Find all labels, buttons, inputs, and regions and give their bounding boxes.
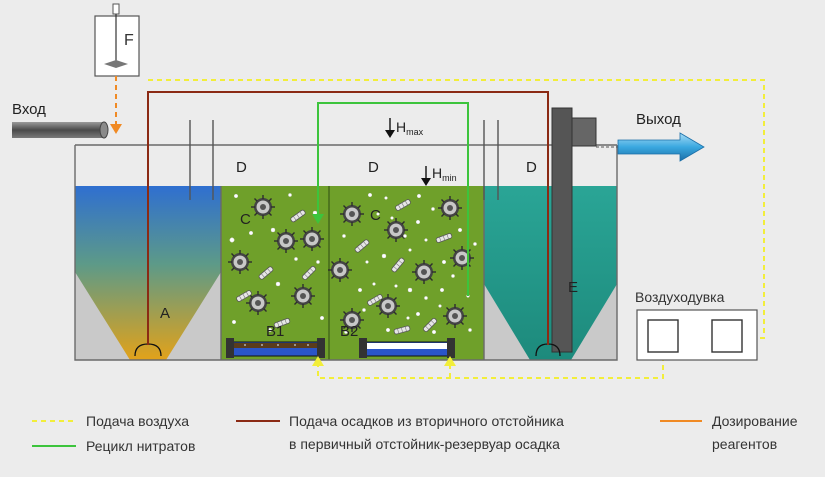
zone-b1-label: B1 (266, 323, 284, 340)
legend-dosing-line2: реагентов (712, 436, 777, 452)
svg-text:Hmax: Hmax (396, 119, 424, 137)
legend: Подача воздуха Рецикл нитратов Подача ос… (32, 413, 798, 454)
sludge-line (147, 91, 549, 345)
legend-sludge-line1: Подача осадков из вторичного отстойника (289, 413, 564, 429)
air-bubbles (229, 192, 477, 335)
blower-label: Воздуходувка (635, 289, 725, 305)
level-min-base: H (432, 165, 442, 181)
air-arrow-b2 (444, 356, 456, 366)
zone-d3-label: D (526, 159, 537, 176)
air-arrow-b1 (312, 356, 324, 366)
aerator-b2 (359, 338, 455, 358)
legend-nitrate-label: Рецикл нитратов (86, 438, 195, 454)
dosing-arrow (110, 124, 122, 134)
level-max-marker: Hmax (385, 118, 424, 138)
nitrate-arrow (312, 214, 324, 224)
level-max-sub: max (406, 127, 424, 137)
dosing-unit: F (94, 3, 140, 77)
aerator-b1 (226, 338, 325, 358)
level-min-marker: Hmin (421, 165, 457, 186)
inlet-pipe (12, 121, 109, 139)
level-max-base: H (396, 119, 406, 135)
zone-d1-label: D (236, 159, 247, 176)
outlet-label: Выход (636, 111, 681, 128)
svg-text:Hmin: Hmin (432, 165, 457, 183)
outlet-weir (551, 107, 573, 353)
dosing-unit-label: F (124, 32, 134, 49)
inlet-label: Вход (12, 101, 46, 118)
zone-d2-label: D (368, 159, 379, 176)
zone-c2-label: C (370, 207, 381, 224)
tank-e (484, 186, 617, 360)
zone-b2-label: B2 (340, 323, 358, 340)
nitrate-recycle-line (317, 102, 469, 296)
legend-air-label: Подача воздуха (86, 413, 189, 429)
zone-c1-label: C (240, 211, 251, 228)
blower (636, 309, 758, 361)
legend-dosing-line1: Дозирование (712, 413, 798, 429)
outlet-box (571, 117, 597, 147)
outlet-pipe (596, 132, 705, 162)
legend-sludge-line2: в первичный отстойник-резервуар осадка (289, 436, 560, 452)
tank-outline (74, 144, 618, 361)
zone-e-label: E (568, 279, 578, 296)
baffles (189, 120, 499, 200)
level-min-sub: min (442, 173, 457, 183)
zone-a-label: A (160, 305, 170, 322)
